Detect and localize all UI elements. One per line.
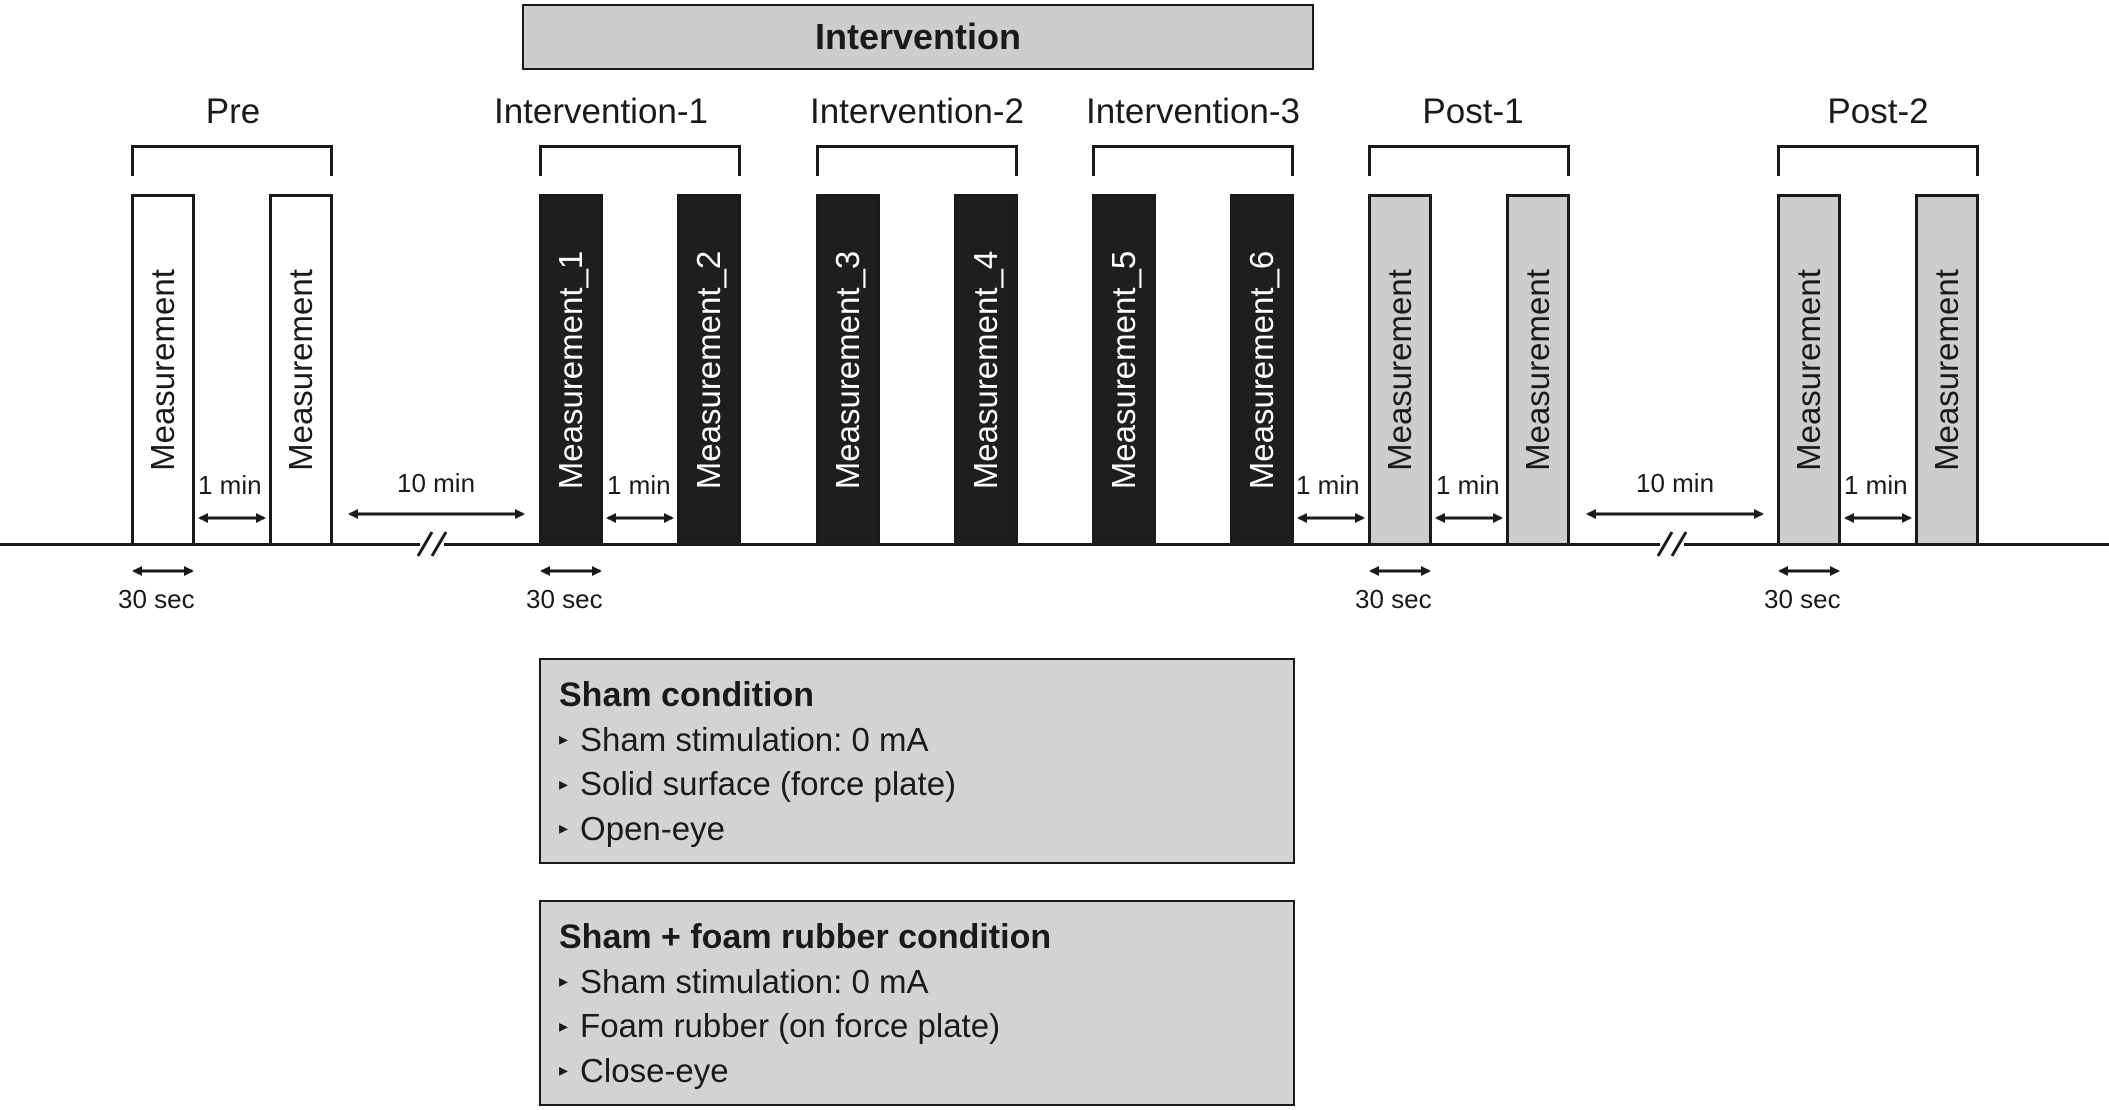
phase-label-post-1: Post-1	[1422, 92, 1524, 131]
measurement-bar-post2-1: Measurement	[1777, 194, 1841, 546]
ten-min-label: 10 min	[397, 468, 476, 498]
triangle-bullet-icon: ▸	[559, 773, 569, 794]
measurement-bar-pre-1: Measurement	[131, 194, 195, 546]
measurement-bar-6: Measurement_6	[1230, 194, 1294, 546]
condition-title: Sham condition	[559, 676, 814, 714]
condition-item-text: Close-eye	[580, 1051, 729, 1089]
timeline-axis	[0, 543, 2109, 546]
triangle-bullet-icon: ▸	[559, 1015, 569, 1036]
phase-label-intervention-1: Intervention-1	[493, 92, 709, 131]
condition-item: ▸ Sham stimulation: 0 mA	[559, 719, 1275, 763]
measurement-bar-post1-1: Measurement	[1368, 194, 1432, 546]
condition-item-text: Solid surface (force plate)	[580, 765, 957, 803]
triangle-bullet-icon: ▸	[559, 729, 569, 750]
measurement-bar-3: Measurement_3	[816, 194, 880, 546]
phase-bracket-intervention-2	[816, 145, 1018, 176]
phase-bracket-intervention-3	[1092, 145, 1294, 176]
one-min-label: 1 min	[1296, 470, 1360, 500]
triangle-bullet-icon: ▸	[559, 1059, 569, 1080]
phase-bracket-intervention-1	[539, 145, 741, 176]
phase-bracket-post-1	[1368, 145, 1570, 176]
measurement-bar-post1-2: Measurement	[1506, 194, 1570, 546]
phase-bracket-post-2	[1777, 145, 1979, 176]
phase-label-pre: Pre	[205, 92, 261, 131]
sham-foam-rubber-condition-box: Sham + foam rubber condition ▸ Sham stimu…	[539, 900, 1295, 1106]
condition-item-text: Open-eye	[580, 809, 725, 847]
ten-min-label: 10 min	[1636, 468, 1715, 498]
axis-break	[416, 531, 448, 557]
thirty-sec-label: 30 sec	[1764, 584, 1841, 614]
axis-break	[1656, 531, 1688, 557]
triangle-bullet-icon: ▸	[559, 971, 569, 992]
measurement-bar-4: Measurement_4	[954, 194, 1018, 546]
condition-item: ▸ Sham stimulation: 0 mA	[559, 961, 1275, 1005]
phase-label-post-2: Post-2	[1827, 92, 1929, 131]
condition-title: Sham + foam rubber condition	[559, 918, 1052, 956]
phase-bracket-pre	[131, 145, 333, 176]
phase-label-intervention-2: Intervention-2	[809, 92, 1025, 131]
one-min-label: 1 min	[607, 470, 671, 500]
one-min-label: 1 min	[198, 470, 262, 500]
measurement-bar-pre-2: Measurement	[269, 194, 333, 546]
measurement-bar-5: Measurement_5	[1092, 194, 1156, 546]
one-min-label: 1 min	[1844, 470, 1908, 500]
measurement-bar-post2-2: Measurement	[1915, 194, 1979, 546]
sham-condition-box: Sham condition ▸ Sham stimulation: 0 mA ▸…	[539, 658, 1295, 864]
thirty-sec-label: 30 sec	[1355, 584, 1432, 614]
one-min-label: 1 min	[1436, 470, 1500, 500]
condition-item: ▸ Open-eye	[559, 808, 1275, 852]
condition-item: ▸ Solid surface (force plate)	[559, 763, 1275, 807]
triangle-bullet-icon: ▸	[559, 817, 569, 838]
intervention-banner: Intervention	[522, 4, 1314, 70]
thirty-sec-label: 30 sec	[118, 584, 195, 614]
thirty-sec-label: 30 sec	[526, 584, 603, 614]
condition-item: ▸ Foam rubber (on force plate)	[559, 1005, 1275, 1049]
condition-item-text: Foam rubber (on force plate)	[580, 1007, 1001, 1045]
measurement-bar-1: Measurement_1	[539, 194, 603, 546]
condition-item: ▸ Close-eye	[559, 1050, 1275, 1094]
phase-label-intervention-3: Intervention-3	[1085, 92, 1301, 131]
condition-item-text: Sham stimulation: 0 mA	[580, 963, 929, 1000]
measurement-bar-2: Measurement_2	[677, 194, 741, 546]
condition-item-text: Sham stimulation: 0 mA	[580, 721, 929, 758]
